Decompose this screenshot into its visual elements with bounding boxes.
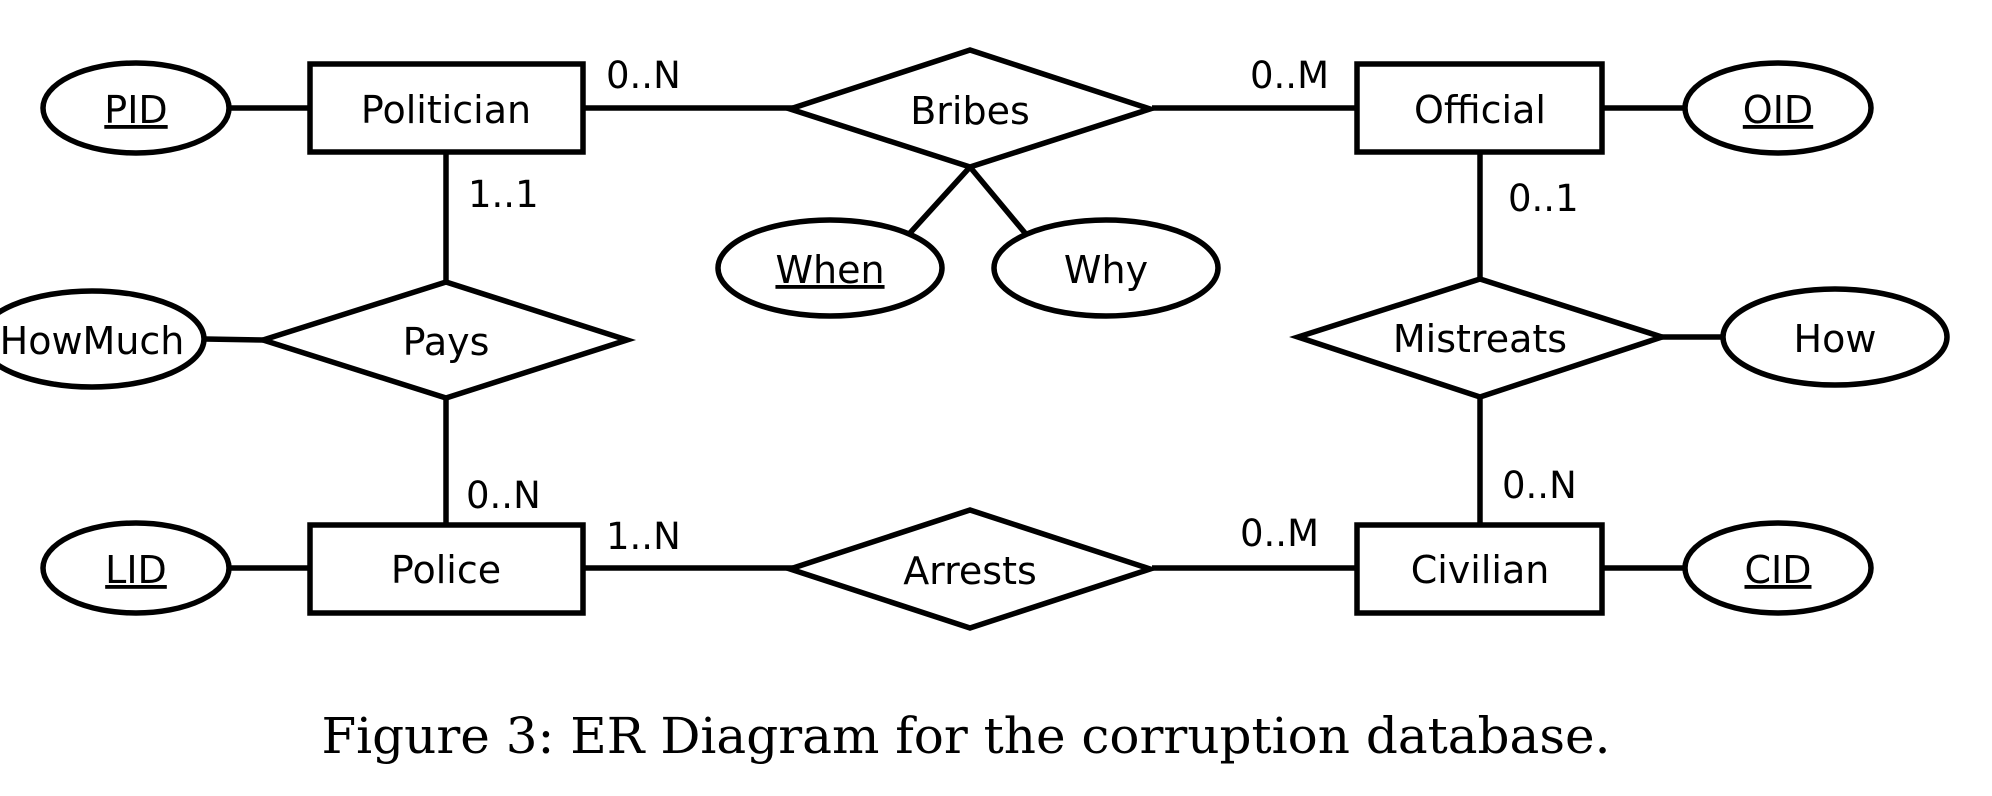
entity-politician-label: Politician — [361, 88, 531, 132]
entity-police: Police — [307, 522, 586, 616]
relationship-pays-label: Pays — [403, 320, 490, 364]
relationship-mistreats: Mistreats — [1289, 276, 1671, 400]
attribute-why: Why — [991, 217, 1221, 319]
entity-official-label: Official — [1414, 88, 1546, 132]
attribute-how-label: How — [1794, 317, 1877, 361]
relationship-arrests-label: Arrests — [903, 549, 1037, 593]
cardinality-official-bribes: 0..M — [1250, 54, 1329, 97]
cardinality-civilian-arrests: 0..M — [1240, 512, 1319, 555]
figure-caption: Figure 3: ER Diagram for the corruption … — [321, 707, 1610, 765]
attribute-howmuch-label: HowMuch — [0, 319, 184, 363]
entity-civilian: Civilian — [1354, 522, 1605, 616]
attribute-when-label: When — [775, 248, 884, 292]
relationship-bribes-label: Bribes — [910, 89, 1030, 133]
relationship-mistreats-label: Mistreats — [1393, 317, 1567, 361]
cardinality-police-arrests: 1..N — [606, 515, 681, 558]
attribute-pid-label: PID — [104, 88, 167, 132]
attribute-why-label: Why — [1064, 248, 1148, 292]
attribute-how: How — [1720, 286, 1950, 388]
attribute-lid-label: LID — [105, 548, 167, 592]
relationship-bribes: Bribes — [781, 47, 1159, 170]
cardinality-civilian-mistreats: 0..N — [1502, 464, 1577, 507]
entity-official: Official — [1354, 61, 1605, 155]
attribute-cid: CID — [1682, 520, 1874, 616]
entity-police-label: Police — [391, 548, 501, 592]
attribute-oid: OID — [1682, 60, 1874, 156]
cardinality-politician-pays: 1..1 — [468, 173, 539, 216]
connector-lines — [204, 105, 1722, 571]
relationship-arrests: Arrests — [781, 507, 1159, 631]
attribute-oid-label: OID — [1743, 88, 1813, 132]
attribute-when: When — [715, 217, 945, 319]
cardinality-official-mistreats: 0..1 — [1508, 177, 1579, 220]
attribute-lid: LID — [40, 520, 232, 616]
cardinality-police-pays: 0..N — [466, 474, 541, 517]
attribute-howmuch: HowMuch — [0, 288, 207, 390]
entity-civilian-label: Civilian — [1411, 548, 1550, 592]
attribute-cid-label: CID — [1744, 548, 1811, 592]
cardinality-labels: 0..N 0..M 1..1 0..N 0..1 0..N 1..N 0..M — [466, 54, 1579, 558]
cardinality-politician-bribes: 0..N — [606, 54, 681, 97]
attribute-pid: PID — [40, 60, 232, 156]
entity-politician: Politician — [307, 61, 586, 155]
relationship-pays: Pays — [253, 279, 637, 401]
